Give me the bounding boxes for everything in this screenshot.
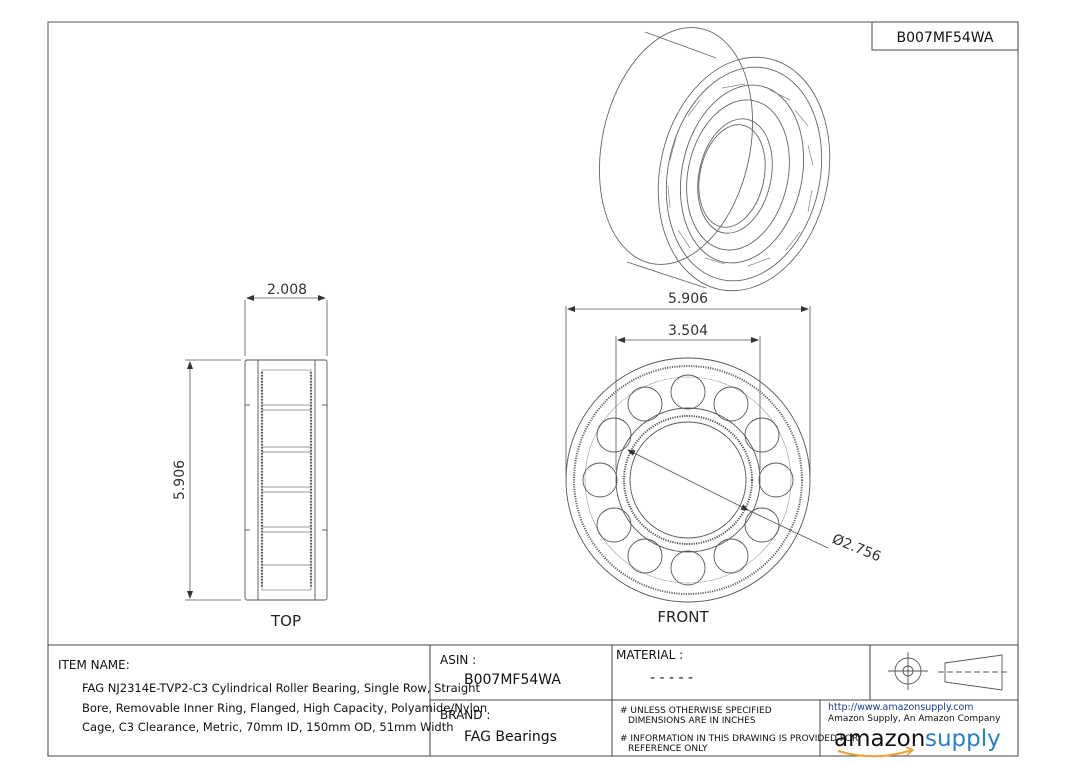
view-label-top: TOP [270,612,301,630]
amazon-smile-icon [837,749,913,758]
company-name: Amazon Supply, An Amazon Company [828,714,1001,724]
asin-value: B007MF54WA [464,672,561,688]
dim-top-height: 5.906 [172,460,188,500]
asin-label: ASIN : [440,653,476,667]
dim-front-pitch: 3.504 [668,323,708,339]
dim-front-bore: Ø2.756 [830,531,883,565]
brand-value: FAG Bearings [464,729,557,745]
material-label: MATERIAL : [616,648,683,662]
sheet-border [47,21,1019,757]
front-rollers [582,374,794,586]
material-value: - - - - - [650,670,693,686]
top-view-rollers [262,404,311,566]
dim-front-outer: 5.906 [668,291,708,307]
logo-amazon-text: amazon [834,726,925,752]
note-1-line-2: DIMENSIONS ARE IN INCHES [628,716,756,726]
note-2-line-1: # INFORMATION IN THIS DRAWING IS PROVIDE… [620,734,858,744]
iso-view [598,27,831,292]
part-number-box: B007MF54WA [871,21,1019,51]
brand-label: BRAND : [440,708,490,722]
amazon-supply-logo: amazon supply [834,726,1001,758]
logo-supply-text: supply [925,726,1001,752]
part-number-text: B007MF54WA [897,30,994,46]
dim-top-width: 2.008 [267,282,307,298]
item-name-line-1: FAG NJ2314E-TVP2-C3 Cylindrical Roller B… [82,681,480,695]
iso-rollers [667,83,814,267]
item-name-line-2: Bore, Removable Inner Ring, Flanged, Hig… [82,701,487,715]
top-view [244,359,328,601]
projection-symbol-icon [888,652,1008,691]
note-1-line-1: # UNLESS OTHERWISE SPECIFIED [620,706,772,716]
item-name-label: ITEM NAME: [58,658,130,672]
front-dimensions [565,306,829,549]
title-block [47,644,1019,757]
view-label-front: FRONT [657,608,709,626]
front-view [565,357,811,603]
item-name-line-3: Cage, C3 Clearance, Metric, 70mm ID, 150… [82,720,454,734]
top-dimensions [185,295,328,601]
note-2-line-2: REFERENCE ONLY [628,744,708,754]
amazon-supply-url[interactable]: http://www.amazonsupply.com [828,702,974,713]
